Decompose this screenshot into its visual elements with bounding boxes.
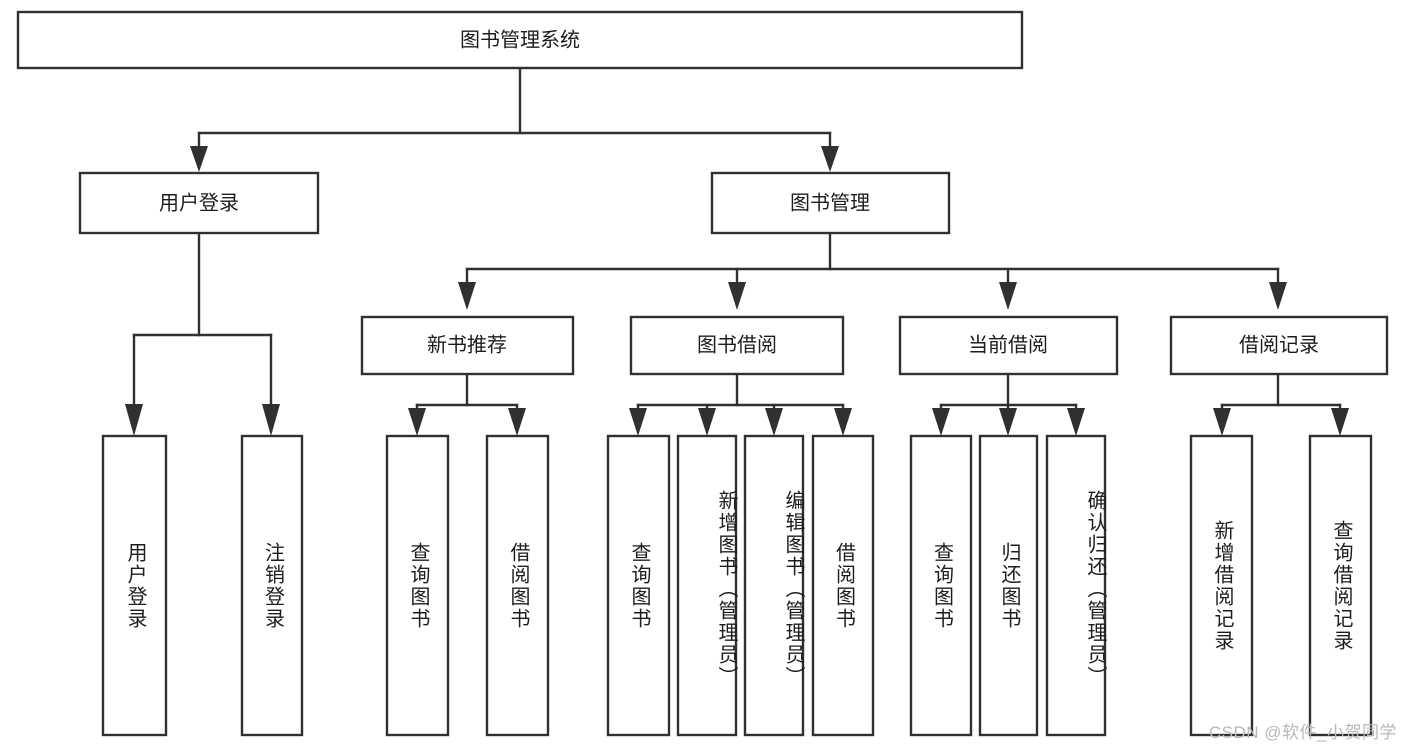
arrow-head-leaf-query-book-1 <box>408 408 426 436</box>
arrow-head-new-book-recommend <box>458 282 476 310</box>
node-user-login-label: 用户登录 <box>159 191 239 214</box>
node-book-management[interactable]: 图书管理 <box>710 171 951 235</box>
node-root-box[interactable] <box>16 10 1024 70</box>
node-book-borrow[interactable]: 图书借阅 <box>629 315 845 376</box>
node-leaf-query-record-box[interactable] <box>1308 434 1373 737</box>
node-leaf-confirm-return-box[interactable] <box>1045 434 1107 737</box>
arrow-head-leaf-confirm-return <box>1067 408 1085 436</box>
node-borrow-record-label: 借阅记录 <box>1239 333 1319 356</box>
node-book-management-box[interactable] <box>710 171 951 235</box>
node-current-borrow-box[interactable] <box>898 315 1119 376</box>
connector-group-root-to-level2 <box>190 66 839 172</box>
arrow-head-leaf-add-record <box>1213 408 1231 436</box>
node-root[interactable]: 图书管理系统 <box>16 10 1024 70</box>
node-leaf-borrow-book-1-box[interactable] <box>485 434 550 737</box>
node-root-label: 图书管理系统 <box>460 28 580 51</box>
arrow-head-leaf-user-login <box>125 404 143 436</box>
watermark-text: CSDN @软件_小贺同学 <box>1208 723 1397 742</box>
leaf-box-group <box>101 434 1373 737</box>
arrow-head-leaf-query-book-3 <box>932 408 950 436</box>
node-book-borrow-label: 图书借阅 <box>697 333 777 356</box>
node-book-borrow-box[interactable] <box>629 315 845 376</box>
arrow-head-user-login <box>190 146 208 172</box>
node-leaf-user-logout-box[interactable] <box>240 434 304 737</box>
connector-group-book-management-to-level3 <box>458 231 1287 310</box>
arrow-head-leaf-add-book <box>698 408 716 436</box>
arrow-head-leaf-edit-book <box>765 408 783 436</box>
node-current-borrow-label: 当前借阅 <box>968 333 1048 356</box>
node-user-login[interactable]: 用户登录 <box>78 171 320 235</box>
connector-group-user-login-to-leaves <box>125 231 280 436</box>
arrow-head-leaf-return-book <box>999 408 1017 436</box>
node-leaf-query-book-2-box[interactable] <box>606 434 671 737</box>
arrow-head-book-management <box>821 146 839 172</box>
node-leaf-return-book-box[interactable] <box>978 434 1039 737</box>
arrow-head-leaf-borrow-book-2 <box>834 408 852 436</box>
node-leaf-edit-book-box[interactable] <box>743 434 805 737</box>
node-leaf-add-book-box[interactable] <box>676 434 738 737</box>
arrow-head-leaf-query-book-2 <box>629 408 647 436</box>
arrow-head-leaf-query-record <box>1331 408 1349 436</box>
node-new-book-recommend-label: 新书推荐 <box>427 333 507 356</box>
node-leaf-query-book-1-box[interactable] <box>385 434 450 737</box>
node-new-book-recommend[interactable]: 新书推荐 <box>360 315 575 376</box>
node-leaf-add-record-box[interactable] <box>1189 434 1254 737</box>
arrow-head-current-borrow <box>999 282 1017 310</box>
node-borrow-record[interactable]: 借阅记录 <box>1169 315 1389 376</box>
arrow-head-book-borrow <box>728 282 746 310</box>
node-user-login-box[interactable] <box>78 171 320 235</box>
node-leaf-query-book-3-box[interactable] <box>909 434 973 737</box>
node-new-book-recommend-box[interactable] <box>360 315 575 376</box>
arrow-head-leaf-borrow-book-1 <box>508 408 526 436</box>
connector-group-borrow-record-to-leaves <box>1213 372 1349 436</box>
node-leaf-user-login-box[interactable] <box>101 434 168 737</box>
node-book-management-label: 图书管理 <box>790 191 870 214</box>
arrow-head-leaf-user-logout <box>262 404 280 436</box>
arrow-head-borrow-record <box>1269 282 1287 310</box>
node-borrow-record-box[interactable] <box>1169 315 1389 376</box>
connector-group-book-borrow-to-leaves <box>629 372 852 436</box>
connector-group-current-borrow-to-leaves <box>932 372 1085 436</box>
connector-group-new-book-recommend-to-leaves <box>408 372 526 436</box>
node-leaf-borrow-book-2-box[interactable] <box>811 434 875 737</box>
node-current-borrow[interactable]: 当前借阅 <box>898 315 1119 376</box>
